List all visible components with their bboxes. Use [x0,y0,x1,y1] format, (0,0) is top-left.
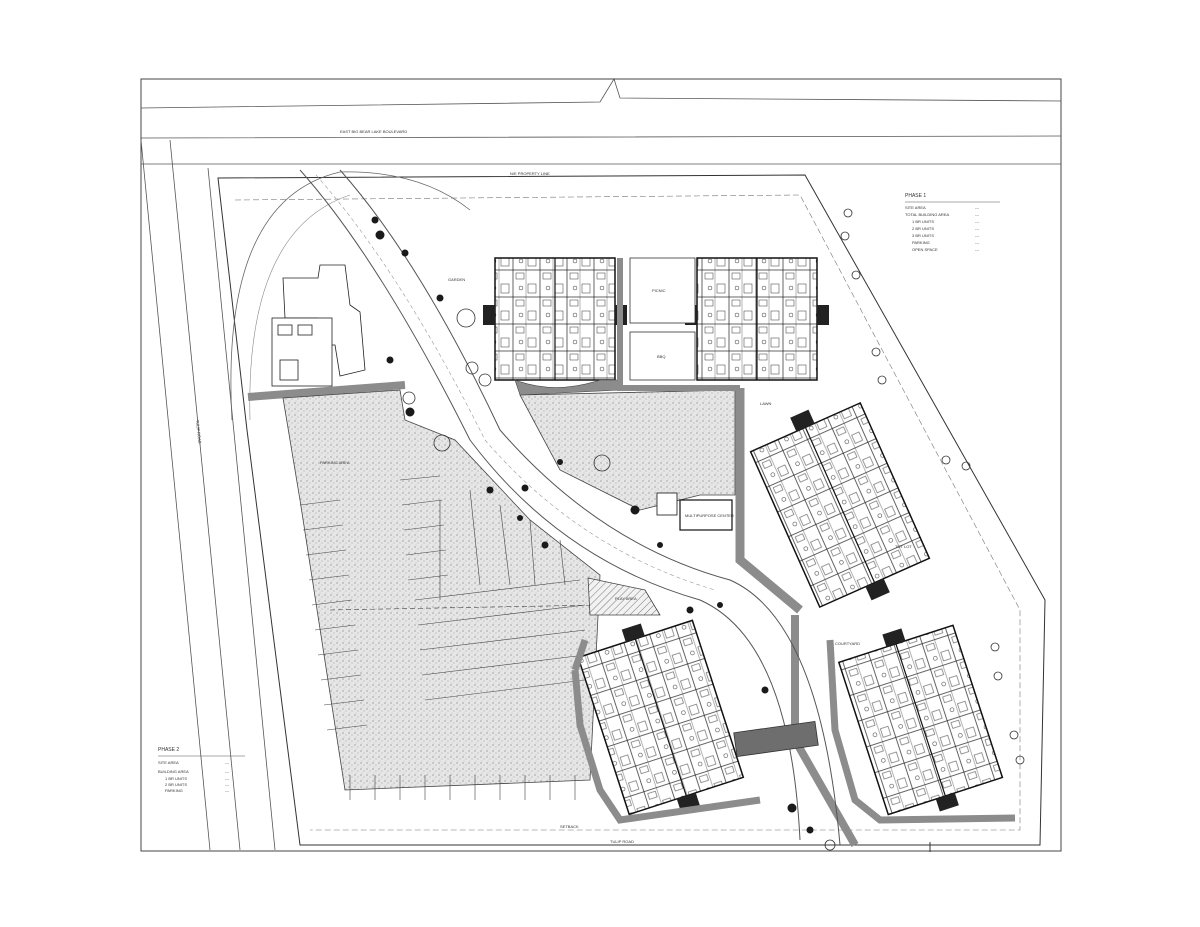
tree-outlines [402,208,1025,851]
picnic-pavilion [629,257,696,324]
phase2-row-label: 2 BR UNITS [165,782,187,787]
street-north [140,78,1062,165]
phase1-row-value: --- [975,240,980,245]
phase1-row-label: 3 BR UNITS [912,233,934,238]
street-south-label: TULIP ROAD [610,839,634,844]
phase1-row-value: --- [975,212,980,217]
property-boundary [217,174,1046,846]
phase2-row-label: SITE AREA [158,760,179,765]
phase2-table: PHASE 2 SITE AREA --- BUILDING AREA --- … [158,747,245,793]
footbridge [733,720,819,758]
play-area-label: PLAY AREA [615,596,637,601]
phase2-row-value: --- [225,788,230,793]
phase2-row-value: --- [225,776,230,781]
phase2-row-label: 1 BR UNITS [165,776,187,781]
property-line-label: N/E PROPERTY LINE [510,171,550,176]
entry-drive [299,169,801,841]
street-west [140,139,276,851]
existing-building [271,264,366,387]
phase2-row-label: PARKING [165,788,183,793]
lawn-label: LAWN [760,401,772,406]
tot-lot-label: TOT LOT [895,544,912,549]
bbq-pavilion [629,331,696,381]
garden-label: GARDEN [448,277,465,282]
courtyard-label: COURTYARD [835,641,860,646]
phase1-row-value: --- [975,247,980,252]
small-structure [656,492,678,516]
phase1-row-value: --- [975,205,980,210]
phase2-row-value: --- [225,769,230,774]
phase1-row-label: 1 BR UNITS [912,219,934,224]
parking-area [282,389,601,791]
phase1-table: PHASE 1 SITE AREA --- TOTAL BUILDING ARE… [905,193,1000,252]
phase2-row-label: BUILDING AREA [158,769,189,774]
setback-label: SETBACK [560,824,579,829]
phase1-row-label: PARKING [912,240,930,245]
street-north-label: EAST BIG BEAR LAKE BOULEVARD [340,129,407,134]
building-d [577,619,745,816]
bbq-label: BBQ [657,354,665,359]
parking-stalls [299,475,601,800]
building-e [837,624,1004,816]
phase2-table-title: PHASE 2 [158,747,179,753]
multipurpose-center-label: MULTIPURPOSE CENTER [685,513,734,518]
phase1-row-label: TOTAL BUILDING AREA [905,212,949,217]
phase1-row-value: --- [975,219,980,224]
phase1-row-value: --- [975,226,980,231]
tree-symbols [371,216,814,834]
building-b [685,257,829,381]
driveway-arc [230,171,471,421]
building-c [749,401,931,609]
picnic-label: PICNIC [652,288,666,293]
phase1-row-value: --- [975,233,980,238]
phase1-table-title: PHASE 1 [905,193,926,199]
phase2-row-value: --- [225,760,230,765]
phase1-row-label: SITE AREA [905,205,926,210]
internal-road-west [247,381,406,401]
internal-road-east [735,388,803,614]
building-a [483,257,627,396]
parking-area-label: PARKING AREA [320,460,350,465]
phase1-row-label: 2 BR UNITS [912,226,934,231]
street-west-label: TULIP ROAD [195,420,202,444]
multipurpose-center [679,499,733,531]
building-d-walk [571,638,761,824]
phase1-row-label: OPEN SPACE [912,247,938,252]
play-area [587,577,661,616]
phase2-row-value: --- [225,782,230,787]
